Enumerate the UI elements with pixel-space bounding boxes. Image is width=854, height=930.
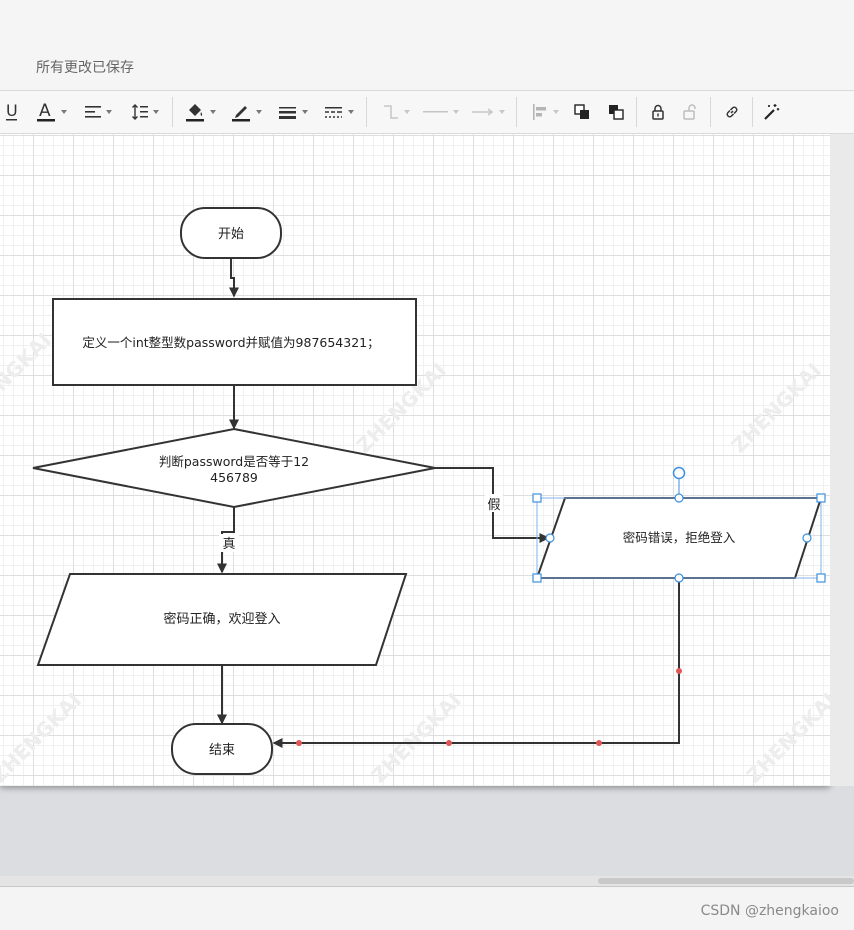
save-status: 所有更改已保存: [36, 60, 134, 76]
top-bar: 所有更改已保存: [0, 0, 854, 90]
resize-handle[interactable]: [532, 493, 542, 503]
align-objects-icon: [533, 104, 546, 120]
line-end-button[interactable]: [468, 99, 508, 125]
watermark: ZHENGKAI: [0, 688, 86, 786]
underline-icon: U: [6, 102, 18, 121]
node-correct[interactable]: 密码正确，欢迎登入: [36, 573, 408, 666]
line-width-button[interactable]: [274, 99, 312, 125]
node-decision-label: 456789: [210, 470, 258, 485]
waypoint[interactable]: [446, 740, 452, 746]
bring-to-front-icon: [574, 104, 589, 119]
toolbar-separator: [710, 97, 711, 127]
text-align-button[interactable]: [80, 99, 116, 125]
waypoint[interactable]: [676, 668, 682, 674]
unlock-icon: [683, 104, 696, 120]
node-define[interactable]: 定义一个int整型数password并赋值为987654321；: [52, 298, 417, 386]
svg-text:真: 真: [222, 537, 235, 552]
toolbar-separator: [172, 97, 173, 127]
horizontal-scrollbar[interactable]: [0, 876, 854, 886]
watermark: ZHENGKAI: [367, 688, 466, 786]
diagram-page[interactable]: ZHENGKAI ZHENGKAI ZHENGKAI ZHENGKAI ZHEN…: [0, 134, 830, 786]
line-spacing-button[interactable]: [126, 99, 164, 125]
edge-label-true: 真: [219, 534, 239, 552]
pen-icon: [232, 106, 250, 122]
font-color-button[interactable]: A: [34, 99, 70, 125]
selection-overlay: [532, 466, 826, 583]
align-left-icon: [85, 106, 101, 118]
line-start-icon: [423, 111, 448, 113]
connection-point[interactable]: [674, 573, 684, 583]
node-decision[interactable]: 判断password是否等于12 456789: [32, 427, 436, 509]
watermark: ZHENGKAI: [0, 328, 56, 427]
connection-point[interactable]: [545, 533, 555, 543]
send-to-back-button[interactable]: [604, 99, 628, 125]
node-start[interactable]: 开始: [180, 207, 282, 259]
footer: CSDN @zhengkaioo: [0, 886, 854, 930]
line-style-button[interactable]: [320, 99, 358, 125]
paint-bucket-icon: [186, 104, 204, 122]
connection-point[interactable]: [802, 533, 812, 543]
node-error-label: 密码错误，拒绝登入: [623, 530, 736, 545]
arrow-end-icon: [472, 108, 494, 116]
link-icon: [726, 106, 738, 118]
node-define-label: 定义一个int整型数password并赋值为987654321；: [82, 335, 379, 350]
line-spacing-icon: [132, 104, 148, 120]
flowchart: ZHENGKAI ZHENGKAI ZHENGKAI ZHENGKAI ZHEN…: [0, 207, 830, 786]
watermark: ZHENGKAI: [727, 358, 826, 457]
line-start-button[interactable]: [420, 99, 462, 125]
align-objects-button[interactable]: [526, 99, 564, 125]
vertical-scrollbar[interactable]: [830, 134, 854, 786]
toolbar-separator: [636, 97, 637, 127]
node-end-label: 结束: [209, 743, 235, 758]
resize-handle[interactable]: [816, 573, 826, 583]
edge-error-end[interactable]: [272, 578, 680, 748]
line-color-button[interactable]: [228, 99, 266, 125]
magic-wand-icon: [764, 104, 780, 120]
rotate-handle[interactable]: [672, 466, 686, 480]
lock-button[interactable]: [646, 99, 670, 125]
link-button[interactable]: [720, 99, 744, 125]
node-error[interactable]: 密码错误，拒绝登入: [535, 497, 823, 579]
lock-icon: [652, 104, 664, 120]
toolbar: U A: [0, 90, 854, 134]
node-start-label: 开始: [218, 227, 244, 242]
edge-waypoints: [296, 668, 682, 746]
underline-button[interactable]: U: [4, 99, 20, 125]
watermark: ZHENGKAI: [742, 688, 830, 786]
edge-start-define[interactable]: [229, 258, 239, 298]
resize-handle[interactable]: [816, 493, 826, 503]
node-decision-label: 判断password是否等于12: [159, 454, 309, 469]
font-color-glyph: A: [39, 101, 51, 121]
waypoint[interactable]: [296, 740, 302, 746]
horizontal-scroll-thumb[interactable]: [598, 878, 854, 884]
bring-to-front-button[interactable]: [570, 99, 594, 125]
send-to-back-icon: [609, 105, 624, 120]
toolbar-separator: [516, 97, 517, 127]
canvas-area[interactable]: ZHENGKAI ZHENGKAI ZHENGKAI ZHENGKAI ZHEN…: [0, 134, 854, 886]
line-dash-icon: [325, 107, 342, 118]
connector-type-button[interactable]: [378, 99, 414, 125]
line-width-icon: [279, 107, 296, 119]
resize-handle[interactable]: [532, 573, 542, 583]
waypoint[interactable]: [596, 740, 602, 746]
toolbar-separator: [752, 97, 753, 127]
magic-button[interactable]: [760, 99, 784, 125]
edge-label-false: 假: [485, 494, 503, 513]
toolbar-separator: [366, 97, 367, 127]
underline-glyph: U: [6, 102, 18, 120]
unlock-button[interactable]: [678, 99, 702, 125]
font-color-icon: A: [37, 101, 55, 122]
elbow-connector-icon: [384, 105, 398, 119]
credit-text: CSDN @zhengkaioo: [700, 903, 839, 919]
node-end[interactable]: 结束: [171, 723, 273, 775]
node-correct-label: 密码正确，欢迎登入: [163, 611, 280, 627]
connection-point[interactable]: [674, 493, 684, 503]
svg-text:假: 假: [487, 498, 500, 513]
fill-color-button[interactable]: [182, 99, 220, 125]
